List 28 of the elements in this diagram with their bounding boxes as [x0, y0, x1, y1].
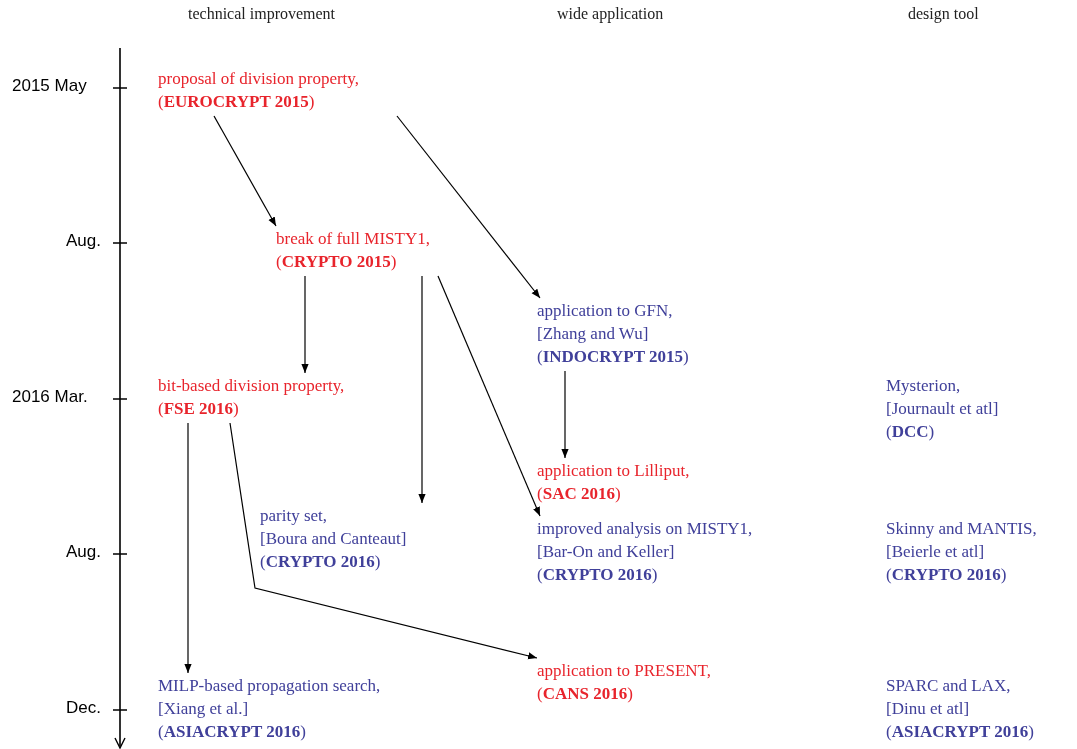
date-label: Aug.	[66, 231, 101, 251]
column-heading: wide application	[557, 5, 664, 23]
event-entry: MILP-based propagation search, [Xiang et al.] (ASIACRYPT 2016)	[156, 673, 383, 744]
event-entry: Skinny and MANTIS, [Beierle et atl] (CRYPTO 2016)	[884, 516, 1039, 587]
event-entry: improved analysis on MISTY1, [Bar-On and Keller] (CRYPTO 2016)	[535, 516, 755, 587]
arrow	[418, 275, 426, 504]
date-label: 2015 May	[12, 76, 87, 96]
event-entry: application to GFN, [Zhang and Wu] (INDOCRYPT 2015)	[535, 298, 691, 369]
arrow	[229, 422, 538, 660]
event-entry: SPARC and LAX, [Dinu et atl] (ASIACRYPT 2016)	[884, 673, 1036, 744]
event-entry: application to Lilliput, (SAC 2016)	[535, 458, 692, 506]
date-label: 2016 Mar.	[12, 387, 88, 407]
event-entry: parity set, [Boura and Canteaut] (CRYPTO 2016)	[258, 503, 409, 574]
event-entry: Mysterion, [Journault et atl] (DCC)	[884, 373, 1001, 444]
event-entry: break of full MISTY1, (CRYPTO 2015)	[274, 226, 432, 274]
arrow	[301, 275, 309, 374]
event-entry: application to PRESENT, (CANS 2016)	[535, 658, 713, 706]
event-entry: proposal of division property, (EUROCRYPT 2015)	[156, 66, 361, 114]
column-heading: design tool	[908, 5, 979, 23]
arrow	[184, 422, 192, 674]
arrow	[561, 370, 569, 459]
event-entry: bit-based division property, (FSE 2016)	[156, 373, 347, 421]
arrow	[396, 115, 541, 299]
date-label: Aug.	[66, 542, 101, 562]
arrow	[213, 115, 277, 227]
arrow	[437, 275, 541, 517]
column-heading: technical improvement	[188, 5, 336, 23]
date-label: Dec.	[66, 698, 101, 718]
